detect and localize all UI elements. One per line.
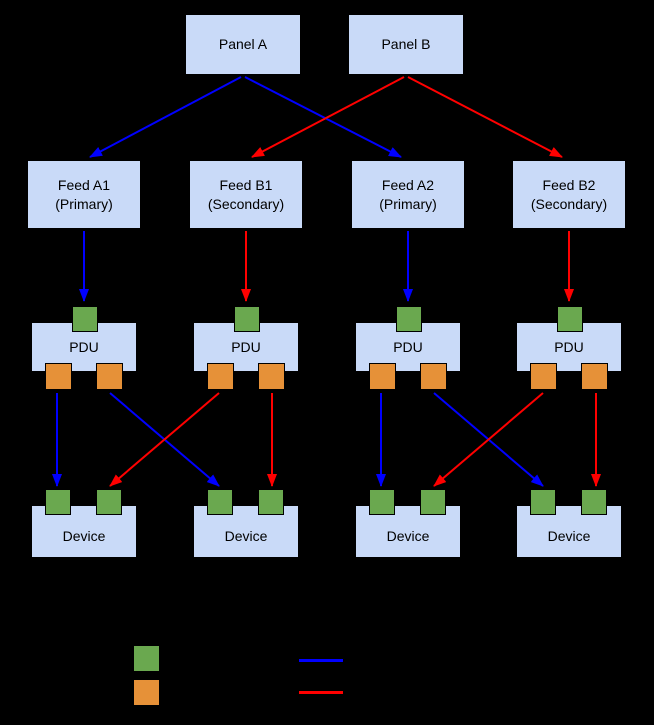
feed-a1-title: Feed A1 bbox=[57, 177, 111, 194]
device-2-input-port-right bbox=[258, 489, 284, 515]
feed-b2-subtitle: (Secondary) bbox=[530, 195, 608, 212]
pdu-3-node: PDU bbox=[355, 306, 461, 390]
feed-a2-title: Feed A2 bbox=[381, 177, 435, 194]
legend-input-port-swatch bbox=[133, 645, 160, 672]
device-1-node: Device bbox=[31, 489, 137, 558]
device-3-input-port-right bbox=[420, 489, 446, 515]
pdu-1-output-port-left bbox=[45, 363, 72, 390]
pdu-4-label: PDU bbox=[554, 338, 584, 355]
panel-b-label: Panel B bbox=[381, 36, 431, 53]
pdu-4-output-port-left bbox=[530, 363, 557, 390]
device-4-input-port-right bbox=[581, 489, 607, 515]
device-1-input-port-left bbox=[45, 489, 71, 515]
device-2-node: Device bbox=[193, 489, 299, 558]
device-1-input-port-right bbox=[96, 489, 122, 515]
arrow-panel-b-to-feed-b1 bbox=[251, 76, 405, 158]
device-2-input-port-left bbox=[207, 489, 233, 515]
feed-a2-label: Feed A2 (Primary) bbox=[379, 176, 437, 212]
feed-b1-subtitle: (Secondary) bbox=[207, 195, 285, 212]
device-2-label: Device bbox=[224, 528, 268, 545]
pdu-1-node: PDU bbox=[31, 306, 137, 390]
feed-a2-node: Feed A2 (Primary) bbox=[351, 160, 465, 229]
feed-a1-label: Feed A1 (Primary) bbox=[55, 176, 113, 212]
panel-b-node: Panel B bbox=[348, 14, 464, 75]
device-4-node: Device bbox=[516, 489, 622, 558]
pdu-4-node: PDU bbox=[516, 306, 622, 390]
feed-b1-title: Feed B1 bbox=[219, 177, 273, 194]
feed-b2-node: Feed B2 (Secondary) bbox=[512, 160, 626, 229]
pdu-2-output-port-right bbox=[258, 363, 285, 390]
pdu-3-input-port bbox=[396, 306, 422, 332]
legend-primary-path-line bbox=[299, 659, 343, 662]
pdu-4-output-port-right bbox=[581, 363, 608, 390]
device-3-input-port-left bbox=[369, 489, 395, 515]
device-4-input-port-left bbox=[530, 489, 556, 515]
arrow-panel-a-to-feed-a1 bbox=[89, 76, 242, 158]
legend-output-port-swatch bbox=[133, 679, 160, 706]
arrow-pdu-4-to-device-3 bbox=[433, 392, 544, 487]
feed-b1-label: Feed B1 (Secondary) bbox=[208, 176, 284, 212]
pdu-4-input-port bbox=[557, 306, 583, 332]
feed-a1-subtitle: (Primary) bbox=[55, 195, 113, 212]
pdu-1-output-port-right bbox=[96, 363, 123, 390]
device-3-label: Device bbox=[386, 528, 430, 545]
arrow-pdu-1-to-device-2 bbox=[109, 392, 220, 487]
pdu-1-input-port bbox=[72, 306, 98, 332]
pdu-3-output-port-left bbox=[369, 363, 396, 390]
device-3-node: Device bbox=[355, 489, 461, 558]
feed-a1-node: Feed A1 (Primary) bbox=[27, 160, 141, 229]
feed-b2-label: Feed B2 (Secondary) bbox=[531, 176, 607, 212]
pdu-2-output-port-left bbox=[207, 363, 234, 390]
pdu-2-node: PDU bbox=[193, 306, 299, 390]
feed-b2-title: Feed B2 bbox=[542, 177, 596, 194]
arrow-pdu-2-to-device-1 bbox=[109, 392, 220, 487]
pdu-3-label: PDU bbox=[393, 338, 423, 355]
feed-b1-node: Feed B1 (Secondary) bbox=[189, 160, 303, 229]
arrow-panel-a-to-feed-a2 bbox=[244, 76, 402, 158]
legend-secondary-path-line bbox=[299, 691, 343, 694]
panel-a-label: Panel A bbox=[218, 36, 268, 53]
pdu-3-output-port-right bbox=[420, 363, 447, 390]
device-1-label: Device bbox=[62, 528, 106, 545]
pdu-2-input-port bbox=[234, 306, 260, 332]
pdu-1-label: PDU bbox=[69, 338, 99, 355]
feed-a2-subtitle: (Primary) bbox=[379, 195, 437, 212]
panel-a-node: Panel A bbox=[185, 14, 301, 75]
device-4-label: Device bbox=[547, 528, 591, 545]
arrow-panel-b-to-feed-b2 bbox=[407, 76, 563, 158]
arrow-pdu-3-to-device-4 bbox=[433, 392, 544, 487]
pdu-2-label: PDU bbox=[231, 338, 261, 355]
